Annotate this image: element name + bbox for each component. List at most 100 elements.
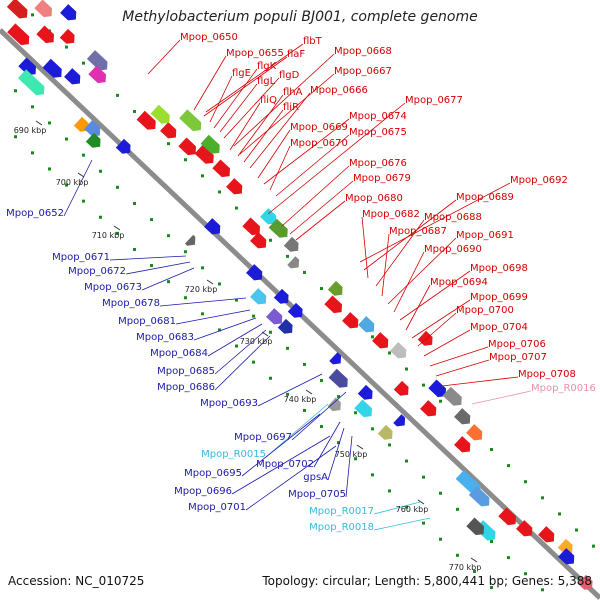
gene-feature: [287, 256, 300, 269]
gene-label: flgE: [232, 68, 251, 79]
gene-label: Mpop_0695: [184, 468, 242, 479]
gene-label: Mpop_0701: [188, 502, 246, 513]
gene-feature: [88, 65, 107, 84]
leader-line: [295, 200, 346, 241]
gc-dot: [235, 344, 238, 348]
gc-dot: [490, 448, 493, 452]
gc-dot: [303, 270, 306, 274]
gene-feature: [18, 57, 37, 76]
gene-label: Mpop_0696: [174, 486, 232, 497]
gene-feature: [6, 0, 28, 19]
leader-line: [231, 435, 331, 495]
gene-label: Mpop_0666: [310, 85, 368, 96]
gene-feature: [17, 69, 45, 96]
leader-line: [214, 335, 271, 391]
gc-dot: [422, 383, 425, 387]
tick-mark: [113, 225, 121, 231]
tick-mark: [417, 499, 425, 505]
gene-feature: [194, 144, 214, 164]
gene-label: Mpop_0674: [349, 111, 407, 122]
leader-line: [147, 39, 181, 75]
gc-dot: [82, 61, 85, 65]
map-title: Methylobacterium populi BJ001, complete …: [122, 9, 478, 25]
gene-feature: [160, 122, 177, 139]
gc-dot: [524, 480, 527, 484]
leader-line: [435, 359, 490, 377]
leader-line: [363, 199, 457, 271]
gene-feature: [454, 408, 471, 425]
leader-line: [193, 317, 257, 341]
gc-dot: [456, 553, 459, 557]
gene-feature: [260, 208, 277, 225]
leader-line: [223, 77, 280, 139]
gene-feature: [204, 218, 221, 235]
gc-dot: [48, 167, 51, 171]
gc-dot: [116, 231, 119, 235]
gc-dot: [405, 459, 408, 463]
gene-label: Mpop_R0017: [309, 506, 374, 517]
gc-dot: [269, 238, 272, 242]
gc-dot: [473, 569, 476, 573]
gene-feature: [377, 424, 393, 440]
gene-feature: [73, 116, 89, 132]
gc-dot: [337, 441, 340, 445]
gc-dot: [354, 457, 357, 461]
gene-feature: [372, 332, 389, 349]
gc-dot: [388, 443, 391, 447]
tick-mark: [470, 557, 478, 563]
gene-feature: [178, 137, 197, 156]
gene-feature: [64, 68, 81, 85]
leader-line: [393, 251, 425, 313]
leader-line: [471, 390, 532, 405]
gene-label: Mpop_R0018: [309, 522, 374, 533]
gc-dot: [99, 215, 102, 219]
leader-line: [219, 83, 258, 133]
gc-dot: [541, 496, 544, 500]
gene-label: Mpop_0691: [456, 230, 514, 241]
gene-feature: [59, 28, 75, 44]
gc-dot: [524, 572, 527, 576]
gc-dot: [286, 254, 289, 258]
gc-dot: [303, 408, 306, 412]
gene-label: Mpop_0650: [180, 32, 238, 43]
gene-label: Mpop_0669: [290, 122, 348, 133]
gc-dot: [99, 169, 102, 173]
gc-dot: [201, 312, 204, 316]
gene-label: Mpop_0673: [84, 282, 142, 293]
gene-label: Mpop_0683: [136, 332, 194, 343]
gc-dot: [422, 521, 425, 525]
gene-feature: [277, 318, 293, 334]
leader-line: [213, 68, 258, 129]
gc-dot: [541, 588, 544, 592]
gene-feature: [200, 134, 220, 154]
gene-label: gpsA: [303, 472, 328, 483]
gc-dot: [65, 183, 68, 187]
leader-line: [159, 297, 247, 307]
gc-dot: [116, 185, 119, 189]
gene-label: Mpop_0698: [470, 263, 528, 274]
leader-line: [345, 435, 353, 498]
gc-dot: [490, 540, 493, 544]
leader-line: [429, 346, 489, 367]
gene-feature: [455, 470, 481, 495]
gc-dot: [269, 376, 272, 380]
leader-line: [387, 237, 457, 305]
gene-label: Mpop_0655: [226, 48, 284, 59]
gc-dot: [303, 362, 306, 366]
gc-dot: [82, 153, 85, 157]
gc-dot: [371, 335, 374, 339]
leader-line: [441, 376, 519, 387]
gene-feature: [86, 50, 108, 71]
gc-dot: [371, 473, 374, 477]
gc-dot: [82, 199, 85, 203]
gene-feature: [150, 104, 170, 124]
leader-line: [417, 312, 457, 347]
leader-line: [249, 92, 311, 169]
gc-dot: [507, 556, 510, 560]
gc-dot: [439, 537, 442, 541]
gene-label: Mpop_0705: [288, 489, 346, 500]
leader-line: [141, 267, 195, 291]
leader-line: [205, 43, 304, 113]
gene-feature: [466, 424, 483, 441]
